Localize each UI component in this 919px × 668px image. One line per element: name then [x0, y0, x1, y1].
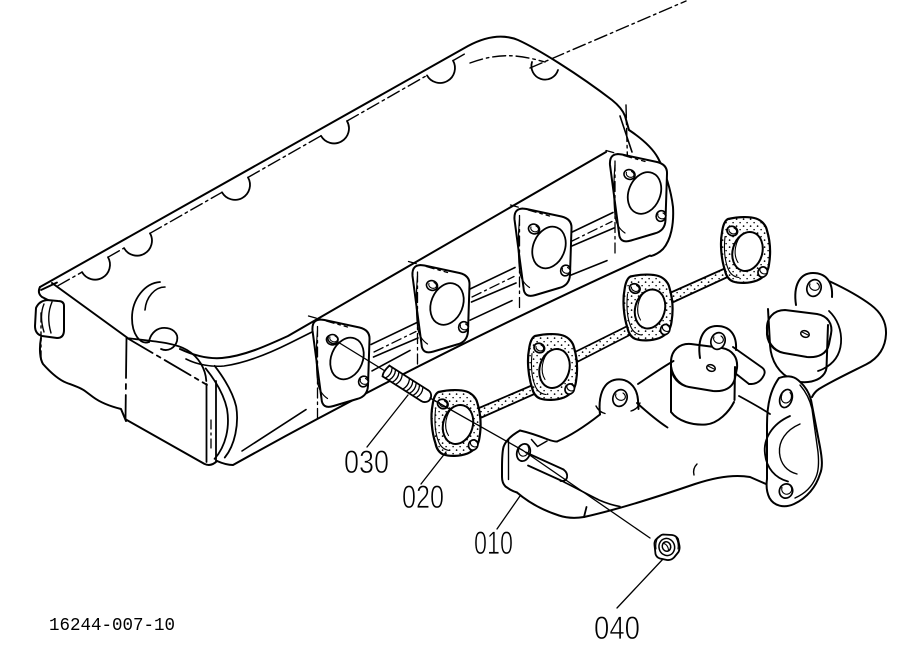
svg-text:16244-007-10: 16244-007-10: [49, 615, 175, 636]
svg-text:010: 010: [474, 525, 513, 561]
svg-text:020: 020: [402, 479, 444, 515]
svg-text:040: 040: [594, 610, 640, 646]
svg-text:030: 030: [344, 444, 389, 480]
